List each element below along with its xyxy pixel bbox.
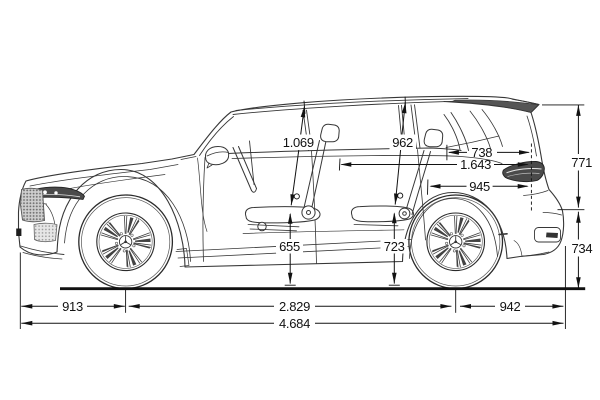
svg-text:655: 655 [279, 239, 300, 254]
svg-text:2.829: 2.829 [279, 299, 310, 314]
svg-text:1.069: 1.069 [283, 135, 314, 150]
svg-text:1.643: 1.643 [460, 157, 491, 172]
svg-text:4.684: 4.684 [279, 316, 310, 331]
svg-text:942: 942 [500, 299, 521, 314]
svg-text:771: 771 [571, 155, 592, 170]
svg-text:734: 734 [572, 241, 593, 256]
svg-text:962: 962 [392, 135, 413, 150]
svg-text:738: 738 [471, 145, 492, 160]
svg-text:723: 723 [384, 239, 405, 254]
svg-text:945: 945 [469, 179, 490, 194]
svg-text:913: 913 [62, 299, 83, 314]
